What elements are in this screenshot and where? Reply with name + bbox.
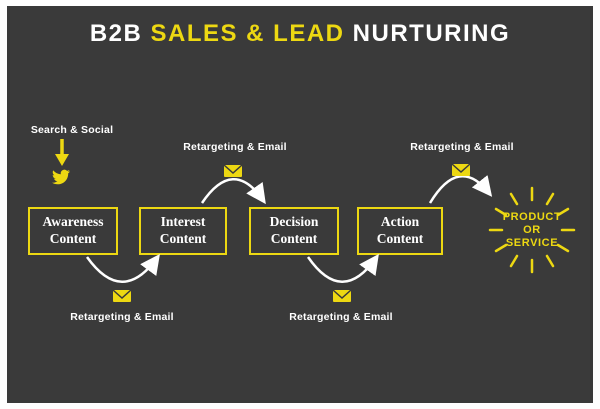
stage-label-line2: Content bbox=[376, 231, 424, 246]
title-part-sales-lead: SALES & LEAD bbox=[150, 20, 345, 47]
stage-box-decision: Decision Content bbox=[249, 207, 339, 255]
outcome-product-service: PRODUCT OR SERVICE bbox=[494, 211, 570, 250]
page-title: B2B SALES & LEAD NURTURING bbox=[0, 20, 600, 48]
stage-label-line1: Awareness bbox=[42, 214, 104, 230]
outcome-line3: SERVICE bbox=[505, 237, 559, 249]
arrow-label-retargeting-1: Retargeting & Email bbox=[70, 311, 174, 323]
stage-label-line1: Decision bbox=[269, 214, 319, 230]
title-part-nurturing: NURTURING bbox=[344, 20, 511, 47]
arrow-label-retargeting-4: Retargeting & Email bbox=[410, 141, 514, 153]
stage-label-line1: Interest bbox=[160, 214, 206, 230]
arrow-label-retargeting-3: Retargeting & Email bbox=[289, 311, 393, 323]
infographic-background bbox=[7, 6, 593, 403]
stage-label-line2: Content bbox=[49, 231, 97, 246]
stage-box-interest: Interest Content bbox=[139, 207, 227, 255]
outcome-line2: OR bbox=[523, 224, 541, 236]
stage-box-action: Action Content bbox=[357, 207, 443, 255]
stage-label-line1: Action bbox=[380, 214, 420, 230]
title-part-b2b: B2B bbox=[89, 20, 151, 47]
entry-label-search-social: Search & Social bbox=[30, 124, 114, 136]
arrow-label-retargeting-2: Retargeting & Email bbox=[183, 141, 287, 153]
outcome-line1: PRODUCT bbox=[502, 211, 562, 223]
stage-box-awareness: Awareness Content bbox=[28, 207, 118, 255]
stage-label-line2: Content bbox=[159, 231, 207, 246]
stage-label-line2: Content bbox=[270, 231, 318, 246]
